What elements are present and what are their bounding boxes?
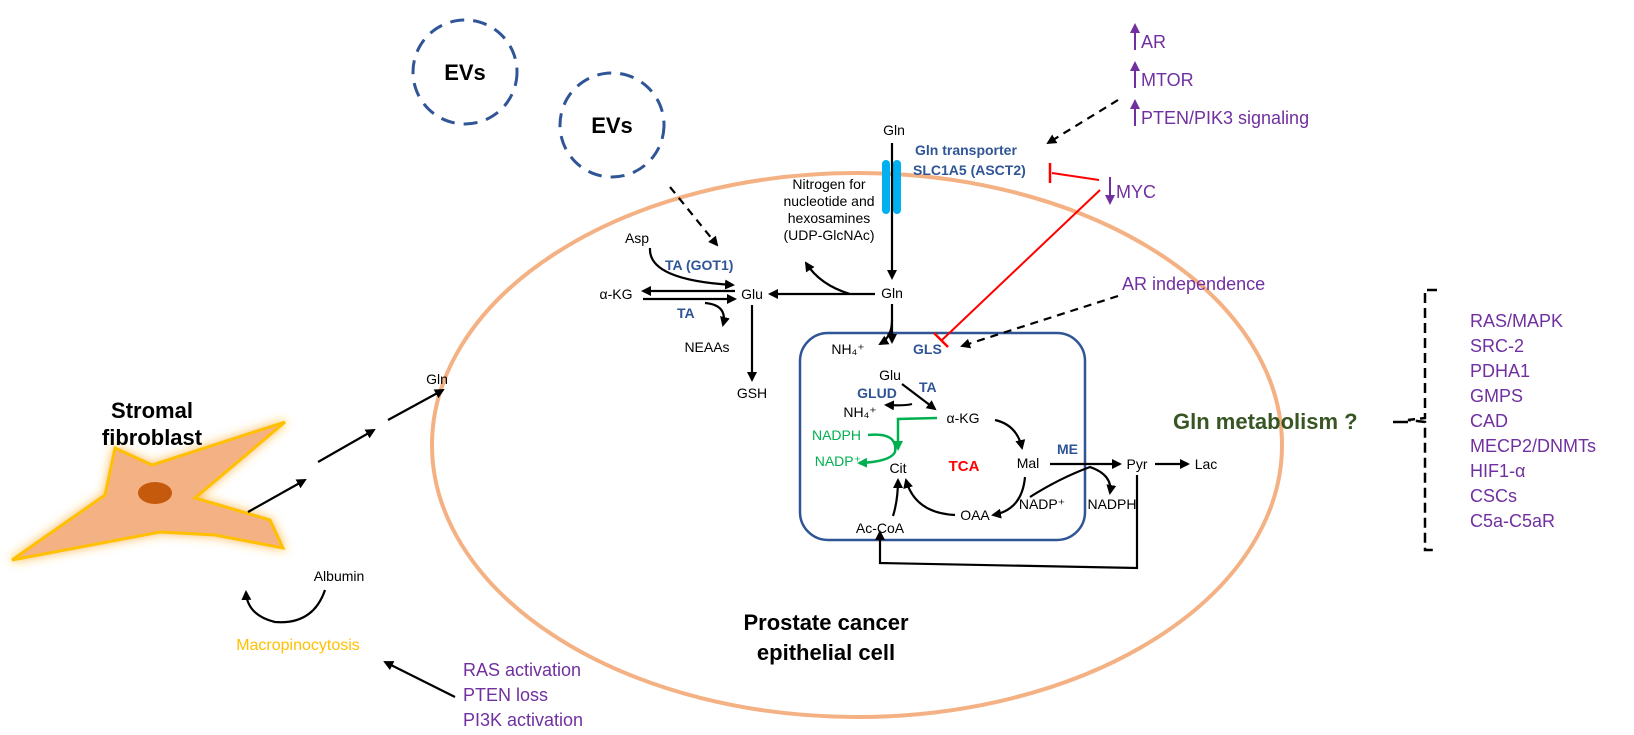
oaa-to-cit-arrow bbox=[903, 478, 956, 517]
nitrogen-label-line2: nucleotide and bbox=[783, 193, 874, 209]
mito-glu: Glu bbox=[879, 367, 901, 383]
ev-label-2: EVs bbox=[591, 113, 633, 138]
accoa-to-cit-arrow bbox=[891, 478, 903, 517]
stroma-gln-label: Gln bbox=[426, 371, 448, 387]
cell-label-line2: epithelial cell bbox=[757, 640, 895, 665]
factors-bracket bbox=[1407, 288, 1437, 552]
mal-to-oaa-arrow bbox=[991, 476, 1027, 519]
cytosol-gsh: GSH bbox=[737, 385, 767, 401]
myc-inhibits-transporter bbox=[1051, 172, 1100, 181]
mito-accoa: Ac-CoA bbox=[856, 520, 905, 536]
gln-outside-label: Gln bbox=[883, 122, 905, 138]
glud-nh4-arrow bbox=[884, 400, 913, 411]
glu-to-akg-mito-arrow bbox=[901, 383, 937, 411]
macropinocytosis-label: Macropinocytosis bbox=[236, 637, 360, 654]
factor-mecp2-dnmts: MECP2/DNMTs bbox=[1470, 436, 1596, 456]
glud-label: GLUD bbox=[857, 385, 897, 401]
ta-label-cytosol: TA bbox=[677, 305, 695, 321]
mito-nadp-me: NADP⁺ bbox=[1019, 496, 1065, 512]
stroma-gln-arrow-2 bbox=[317, 429, 376, 463]
ta-got1-label: TA (GOT1) bbox=[665, 257, 733, 273]
regulator-pten-pik3: PTEN/PIK3 signaling bbox=[1141, 108, 1309, 128]
driver-pi3k: PI3K activation bbox=[463, 710, 583, 730]
tca-label: TCA bbox=[949, 458, 980, 475]
transporter-channel-right bbox=[893, 160, 901, 214]
nitrogen-label-line1: Nitrogen for bbox=[792, 176, 865, 192]
me-nadph-arrow bbox=[1029, 465, 1117, 498]
mito-cit: Cit bbox=[889, 460, 906, 476]
cytosol-asp: Asp bbox=[625, 230, 649, 246]
cytosol-neaas: NEAAs bbox=[684, 339, 729, 355]
nitrogen-branch-arrow bbox=[804, 261, 851, 296]
cytosol-gln: Gln bbox=[881, 285, 903, 301]
fibroblast-label-line2: fibroblast bbox=[102, 425, 203, 450]
stroma-gln-arrow-1 bbox=[247, 479, 307, 513]
transporter-gene-label: SLC1A5 (ASCT2) bbox=[913, 162, 1026, 178]
ar-independence-to-gls-arrow bbox=[960, 294, 1119, 349]
stromal-fibroblast-icon bbox=[11, 420, 286, 562]
factor-pdha1: PDHA1 bbox=[1470, 361, 1530, 381]
factor-src2: SRC-2 bbox=[1470, 336, 1524, 356]
cell-membrane bbox=[430, 171, 1284, 719]
albumin-label: Albumin bbox=[314, 568, 365, 584]
mito-nadp-green: NADP⁺ bbox=[815, 453, 861, 469]
transporter-channel-left bbox=[882, 160, 890, 214]
neaas-arrow bbox=[704, 301, 730, 327]
cytosol-pyr: Pyr bbox=[1127, 456, 1148, 472]
nitrogen-label-line4: (UDP-GlcNAc) bbox=[784, 227, 875, 243]
akg-to-mal-arrow bbox=[994, 418, 1026, 450]
ev-vesicle-2 bbox=[558, 71, 666, 179]
mitochondrion bbox=[798, 331, 1087, 542]
factor-c5a-c5ar: C5a-C5aR bbox=[1470, 511, 1555, 531]
regulator-ar-independence: AR independence bbox=[1122, 274, 1265, 294]
nitrogen-label-line3: hexosamines bbox=[788, 210, 871, 226]
cytosol-lac: Lac bbox=[1195, 456, 1218, 472]
nadph-consumption-arrow bbox=[857, 433, 897, 468]
albumin-uptake-arrow bbox=[241, 589, 327, 624]
me-label: ME bbox=[1057, 441, 1078, 457]
pyr-to-accoa-arrow bbox=[875, 475, 1139, 570]
ta-label-mito: TA bbox=[919, 379, 937, 395]
regulator-myc: MYC bbox=[1116, 182, 1156, 202]
gln-metabolism-label: Gln metabolism ? bbox=[1173, 409, 1358, 434]
mito-nh4: NH₄⁺ bbox=[843, 404, 876, 420]
myc-inhibit-bar-gls bbox=[933, 332, 949, 348]
fibroblast-label-line1: Stromal bbox=[111, 398, 193, 423]
factor-cad: CAD bbox=[1470, 411, 1508, 431]
cell-label-line1: Prostate cancer bbox=[743, 610, 909, 635]
cytosol-nadph-me: NADPH bbox=[1087, 496, 1136, 512]
mito-nadph-green: NADPH bbox=[812, 427, 861, 443]
mito-nh4-top: NH₄⁺ bbox=[831, 341, 864, 357]
myc-inhibits-gls bbox=[941, 189, 1101, 341]
factor-hif1a: HIF1-α bbox=[1470, 461, 1525, 481]
driver-ras: RAS activation bbox=[463, 660, 581, 680]
regulators-to-transporter-arrow bbox=[1046, 99, 1119, 145]
asp-transamination-arrow bbox=[648, 247, 735, 290]
mito-akg: α-KG bbox=[947, 410, 980, 426]
mito-mal: Mal bbox=[1017, 455, 1040, 471]
ev-to-glu-arrow bbox=[669, 186, 719, 247]
ev-label-1: EVs bbox=[444, 60, 486, 85]
stroma-gln-arrow-3 bbox=[387, 389, 445, 421]
regulator-ar: AR bbox=[1141, 32, 1166, 52]
cytosol-akg: α-KG bbox=[600, 286, 633, 302]
gls-label: GLS bbox=[913, 341, 942, 357]
ev-vesicle-1 bbox=[411, 18, 519, 126]
akg-to-cit-green-arrow bbox=[893, 416, 938, 451]
drivers-to-macropinocytosis-arrow bbox=[383, 661, 456, 698]
fibroblast-nucleus bbox=[138, 482, 172, 504]
regulator-mtor: MTOR bbox=[1141, 70, 1194, 90]
cytosol-glu: Glu bbox=[741, 286, 763, 302]
factor-cscs: CSCs bbox=[1470, 486, 1517, 506]
factor-gmps: GMPS bbox=[1470, 386, 1523, 406]
gls-nh4-arrow bbox=[878, 319, 894, 346]
mito-oaa: OAA bbox=[960, 507, 990, 523]
driver-pten: PTEN loss bbox=[463, 685, 548, 705]
factor-ras-mapk: RAS/MAPK bbox=[1470, 311, 1563, 331]
transporter-name-label: Gln transporter bbox=[915, 142, 1017, 158]
